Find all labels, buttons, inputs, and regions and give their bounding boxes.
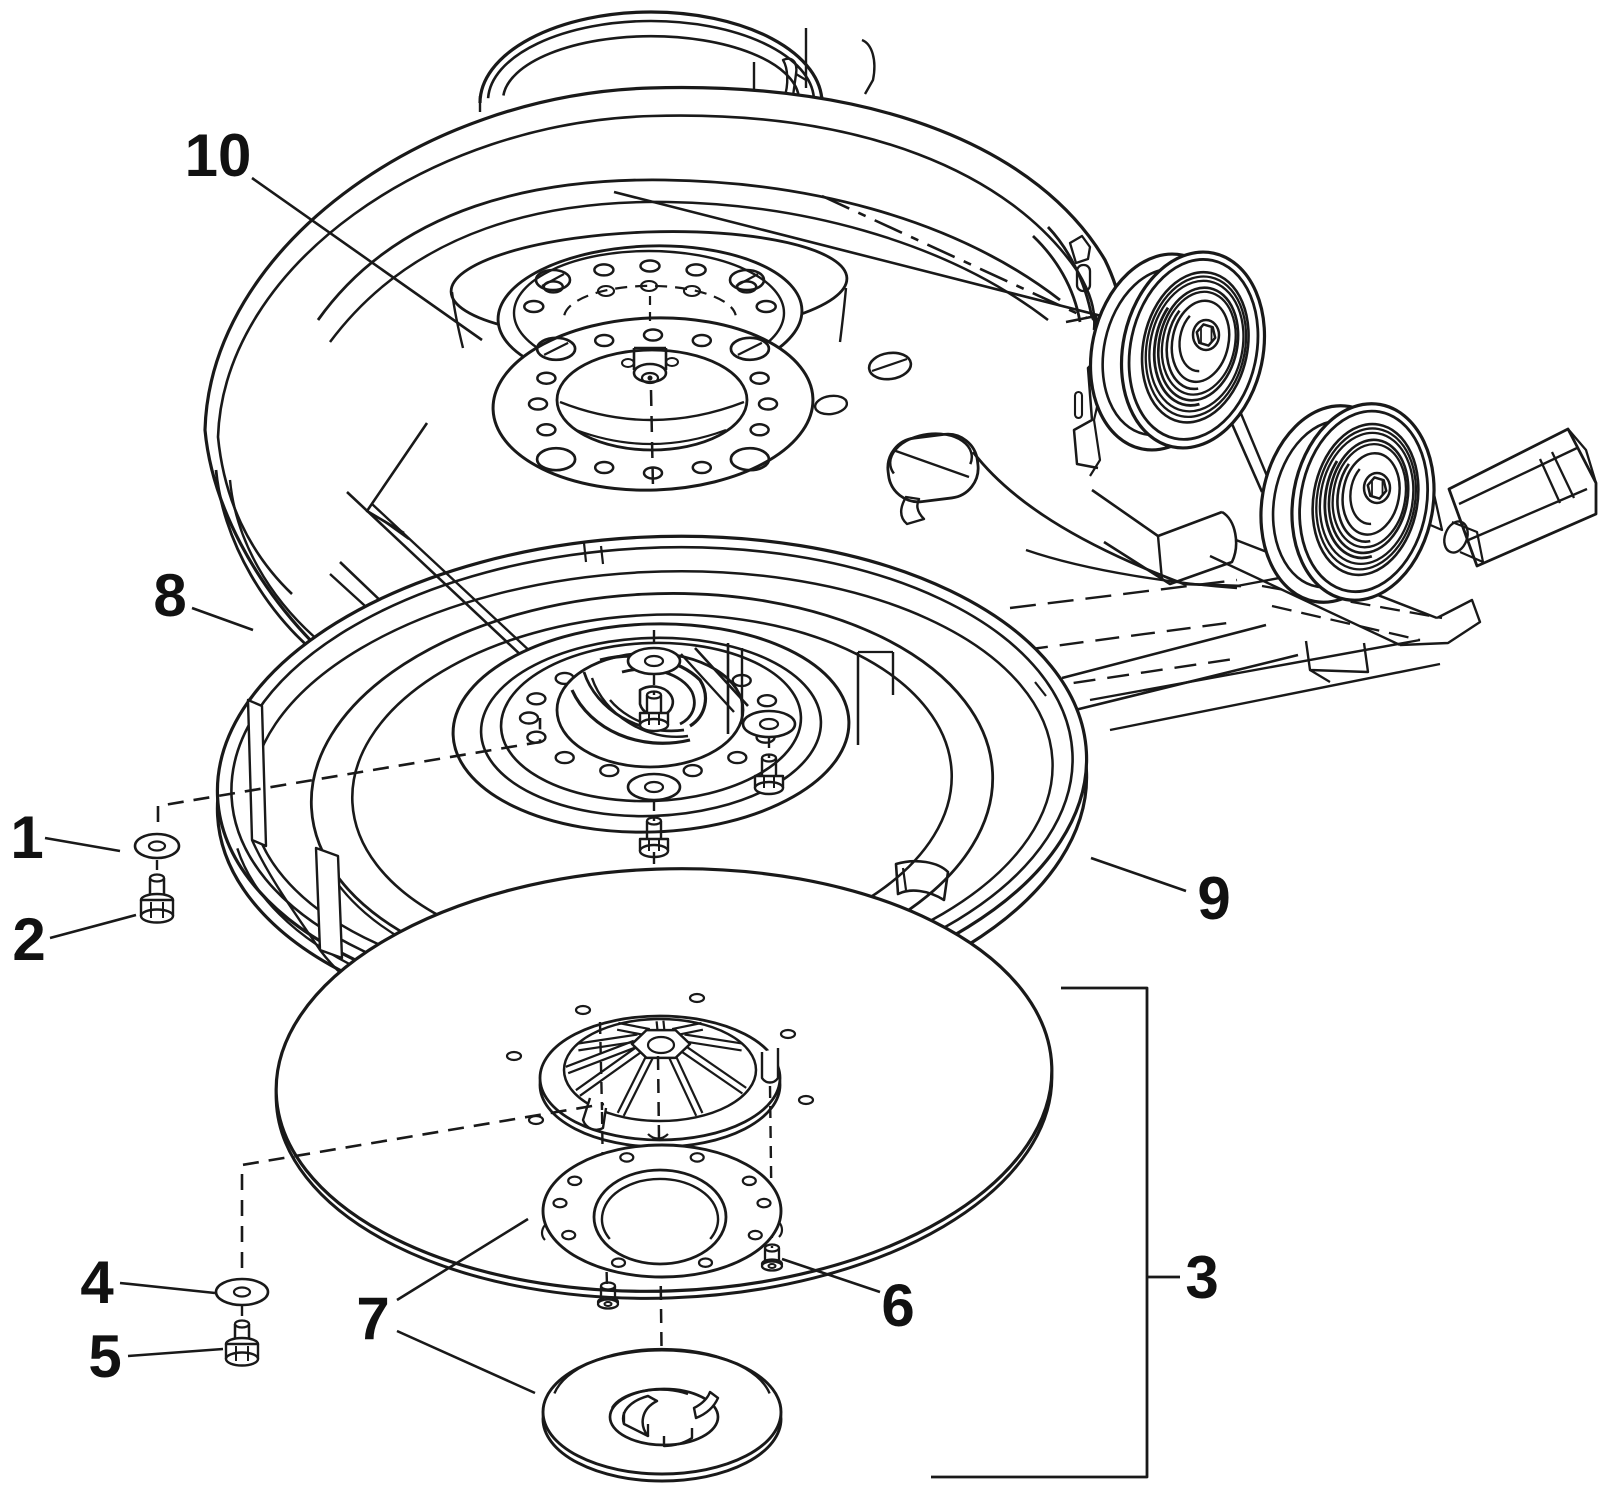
svg-text:3: 3: [1185, 1244, 1218, 1311]
svg-text:4: 4: [80, 1249, 114, 1316]
svg-text:7: 7: [356, 1285, 389, 1352]
svg-text:9: 9: [1197, 865, 1230, 932]
svg-text:8: 8: [153, 562, 186, 629]
svg-text:10: 10: [185, 122, 252, 189]
svg-text:1: 1: [10, 804, 43, 871]
svg-text:6: 6: [881, 1272, 914, 1339]
svg-text:5: 5: [88, 1323, 121, 1390]
svg-text:2: 2: [12, 906, 45, 973]
